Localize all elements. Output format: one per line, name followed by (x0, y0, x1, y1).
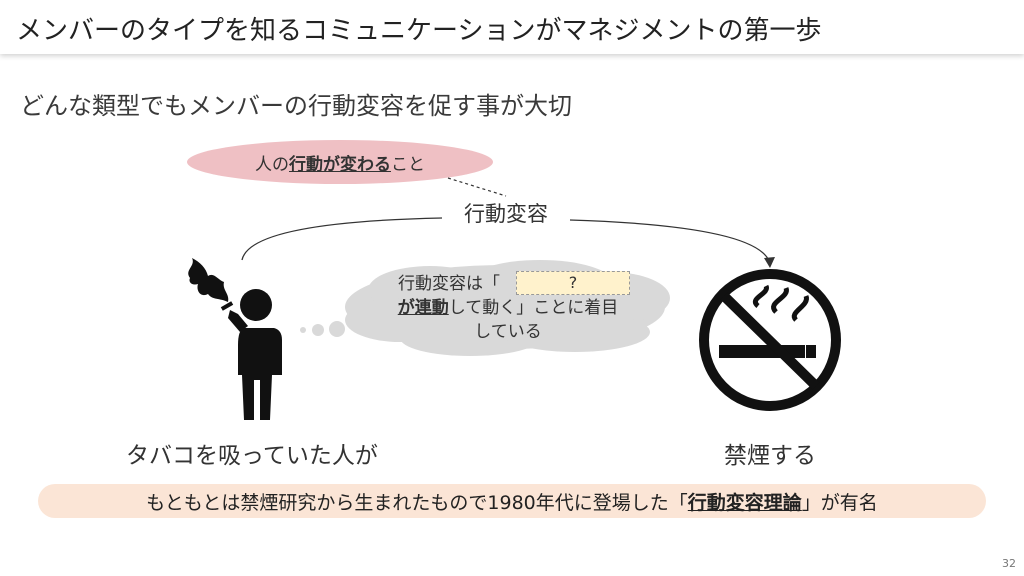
slide-title: メンバーのタイプを知るコミュニケーションがマネジメントの第一歩 (16, 16, 822, 46)
slide-subtitle: どんな類型でもメンバーの行動変容を促す事が大切 (20, 92, 572, 120)
no-smoking-icon (699, 269, 841, 411)
footnote-suffix: 」が有名 (801, 491, 878, 514)
thought-line1-prefix: 行動変容は「 (398, 274, 500, 294)
person-caption: タバコを吸っていた人が (126, 443, 378, 469)
thought-line2-suffix: して動く」ことに着目 (448, 298, 619, 318)
no-smoking-caption: 禁煙する (724, 443, 816, 469)
left-arc (241, 217, 443, 261)
page-number: 32 (1002, 557, 1016, 570)
dashed-connector (447, 177, 507, 197)
definition-suffix: こと (391, 154, 425, 175)
thought-emphasis: が連動 (397, 298, 449, 318)
footnote-emphasis: 行動変容理論 (687, 491, 802, 514)
definition-oval: 人の行動が変わること (187, 140, 493, 184)
thought-text: 行動変容は「 が連動して動く」ことに着目 している (378, 272, 638, 344)
arrow-head (764, 257, 775, 268)
center-label: 行動変容 (446, 198, 566, 228)
title-bar: メンバーのタイプを知るコミュニケーションがマネジメントの第一歩 (0, 0, 1024, 54)
footnote-prefix: もともとは禁煙研究から生まれたもので1980年代に登場した「 (146, 491, 688, 514)
smoking-person-icon (188, 258, 282, 420)
footnote-bar: もともとは禁煙研究から生まれたもので1980年代に登場した「行動変容理論」が有名 (38, 484, 986, 518)
hidden-answer-box[interactable]: ? (516, 271, 630, 295)
definition-prefix: 人の (255, 154, 289, 175)
definition-emphasis: 行動が変わる (289, 154, 391, 175)
right-arc (569, 219, 771, 265)
thought-line-3: している (474, 322, 542, 342)
thought-line-2: が連動して動く」ことに着目 (378, 296, 638, 320)
thought-line-1: 行動変容は「 (378, 272, 638, 296)
